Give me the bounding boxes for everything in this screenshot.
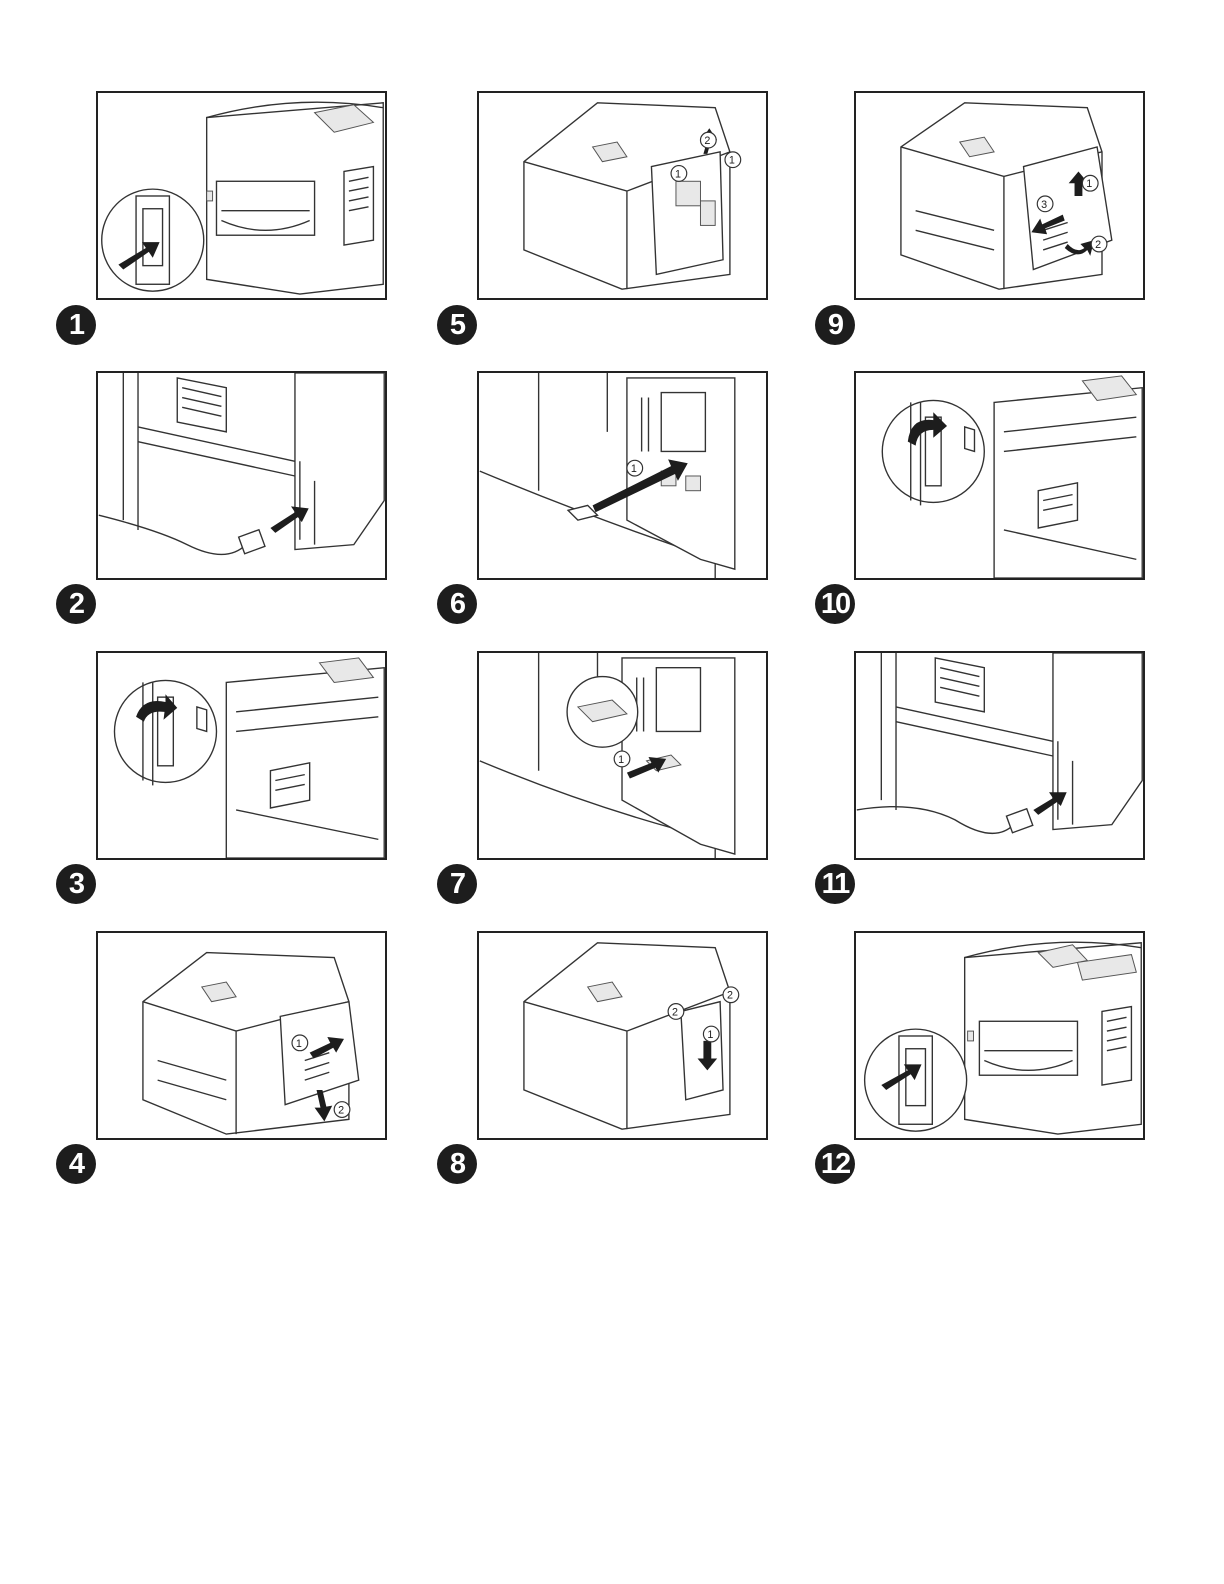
callout-label: 2 xyxy=(672,1006,678,1018)
step-11-illustration xyxy=(854,651,1145,860)
step-badge: 9 xyxy=(815,305,855,345)
step-badge: 12 xyxy=(815,1144,855,1184)
rear-latch-lock-icon xyxy=(856,373,1143,578)
callout-label: 1 xyxy=(707,1029,713,1041)
callout-label: 1 xyxy=(631,463,637,475)
rear-latch-icon xyxy=(98,653,385,858)
step-7-illustration: 1 xyxy=(477,651,768,860)
step-10-illustration xyxy=(854,371,1145,580)
callout-label: 2 xyxy=(704,135,710,147)
printer-power-on-icon xyxy=(856,933,1143,1138)
step-2-illustration xyxy=(96,371,387,580)
step-1-illustration xyxy=(96,91,387,300)
callout-label: 2 xyxy=(727,990,733,1002)
power-cable-icon xyxy=(98,373,385,578)
callout-label: 3 xyxy=(1041,199,1047,211)
callout-label: 1 xyxy=(675,168,681,180)
step-9-illustration: 1 2 3 xyxy=(854,91,1145,300)
memory-card-insert-icon: 1 xyxy=(479,373,766,578)
side-cover-attach-icon: 1 2 3 xyxy=(856,93,1143,298)
screws-removal-icon: 1 2 1 xyxy=(479,93,766,298)
step-badge: 1 xyxy=(56,305,96,345)
step-8-illustration: 2 2 1 xyxy=(477,931,768,1140)
step-badge: 8 xyxy=(437,1144,477,1184)
callout-label: 1 xyxy=(729,155,735,167)
step-badge: 11 xyxy=(815,864,855,904)
power-cable-plug-icon xyxy=(856,653,1143,858)
callout-label: 1 xyxy=(1086,178,1092,190)
step-12-illustration xyxy=(854,931,1145,1140)
memory-card-seat-icon: 1 xyxy=(479,653,766,858)
step-6-illustration: 1 xyxy=(477,371,768,580)
callout-label: 1 xyxy=(618,754,624,766)
side-cover-icon: 1 2 xyxy=(98,933,385,1138)
step-3-illustration xyxy=(96,651,387,860)
step-4-illustration: 1 2 xyxy=(96,931,387,1140)
step-badge: 7 xyxy=(437,864,477,904)
screws-replace-icon: 2 2 1 xyxy=(479,933,766,1138)
step-badge: 5 xyxy=(437,305,477,345)
step-badge: 4 xyxy=(56,1144,96,1184)
callout-label: 2 xyxy=(338,1104,344,1116)
step-badge: 2 xyxy=(56,584,96,624)
printer-power-switch-icon xyxy=(98,93,385,298)
step-5-illustration: 1 2 1 xyxy=(477,91,768,300)
step-badge: 10 xyxy=(815,584,855,624)
step-badge: 6 xyxy=(437,584,477,624)
callout-label: 2 xyxy=(1095,239,1101,251)
callout-label: 1 xyxy=(296,1038,302,1050)
step-badge: 3 xyxy=(56,864,96,904)
